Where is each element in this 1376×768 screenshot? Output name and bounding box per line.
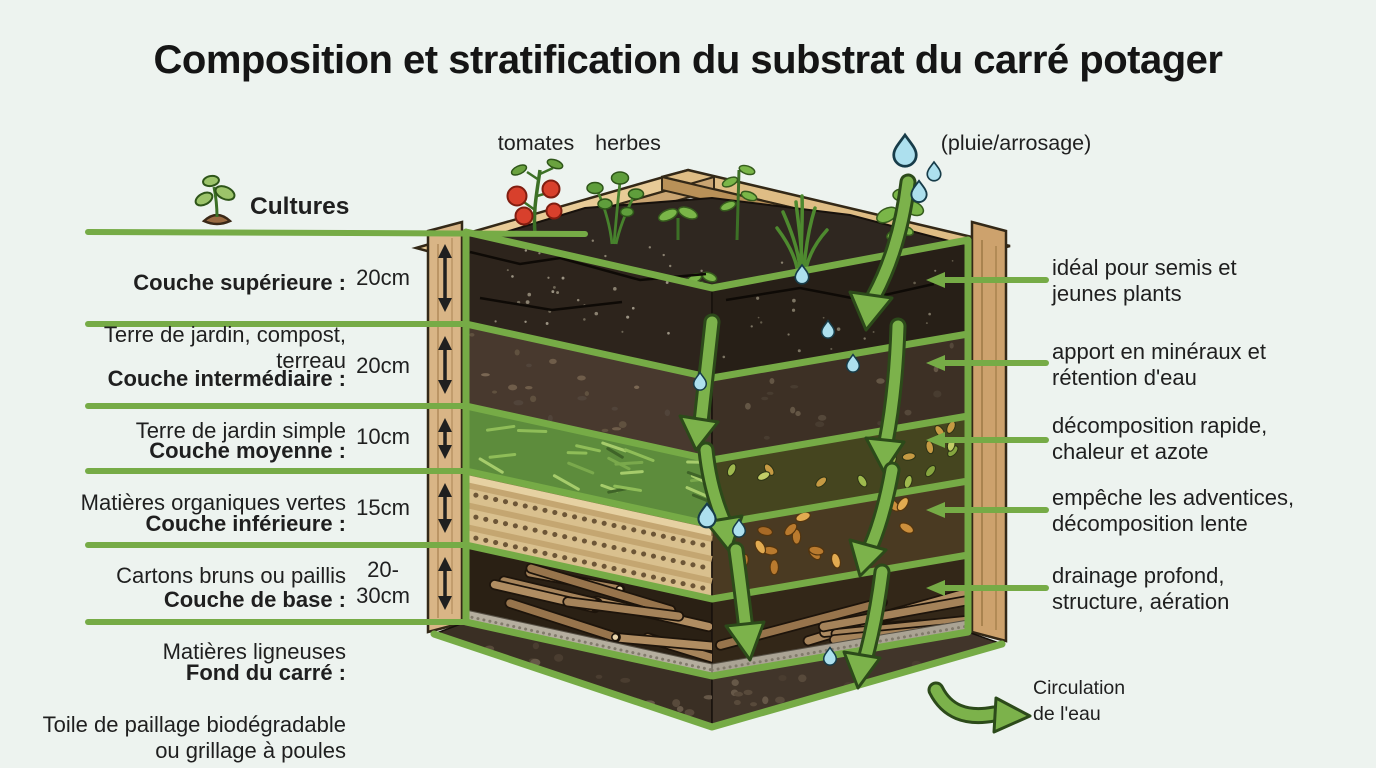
water-flow-arrows: [678, 173, 1032, 734]
seedling-plant: [657, 206, 699, 240]
layer-label-base: Couche de base : Matières ligneuses: [30, 561, 346, 665]
layer-size: 20cm: [356, 353, 410, 378]
layer-name: Couche supérieure :: [133, 270, 346, 295]
tomato-plant-icon: [506, 158, 564, 235]
layer-separator-lines: [85, 229, 588, 625]
layer-name: Couche intermédiaire :: [107, 366, 346, 391]
layer-desc: Terre de jardin, compost, terreau: [103, 322, 346, 373]
layer-note: décomposition rapide, chaleur et azote: [1052, 413, 1268, 464]
layer-note: empêche les adventices, décomposition le…: [1052, 485, 1295, 536]
layer-size: 20cm: [356, 265, 410, 290]
layer-desc: Cartons bruns ou paillis: [116, 563, 346, 588]
label-cultures: Cultures: [250, 193, 350, 220]
herb-plant-icon: [586, 171, 645, 245]
layer-name: Couche moyenne :: [149, 438, 346, 463]
layer-desc: Matières ligneuses: [162, 639, 346, 664]
label-herbs: herbes: [595, 131, 661, 155]
tall-seedling-plant: [719, 164, 758, 241]
layer-label-fond: Fond du carré : Toile de paillage biodég…: [30, 634, 346, 764]
layer-size: 10cm: [356, 424, 410, 449]
label-rain: (pluie/arrosage): [940, 131, 1092, 155]
layer-note: drainage profond, structure, aération: [1052, 563, 1230, 614]
layer-label-superieure: Couche supérieure : Terre de jardin, com…: [30, 244, 346, 374]
page-title: Composition et stratification du substra…: [153, 38, 1223, 82]
layer-name: Couche de base :: [163, 587, 346, 612]
layer-label-inferieure: Couche inférieure : Cartons bruns ou pai…: [30, 485, 346, 589]
layer-desc: Terre de jardin simple: [135, 418, 346, 443]
note-connector-lines: [926, 272, 1049, 596]
layer-size: 15cm: [356, 495, 410, 520]
layer-label-intermediaire: Couche intermédiaire : Terre de jardin s…: [30, 340, 346, 444]
layer-desc: Toile de paillage biodégradable ou grill…: [42, 712, 346, 763]
layer-name: Fond du carré :: [185, 660, 346, 685]
label-water-circulation: Circulation de l'eau: [1033, 677, 1126, 725]
layer-note: apport en minéraux et rétention d'eau: [1052, 339, 1267, 390]
label-tomatoes: tomates: [497, 131, 575, 155]
layer-desc: Matières organiques vertes: [80, 490, 346, 515]
layer-note: idéal pour semis et jeunes plants: [1052, 255, 1237, 306]
cardboard-texture: [463, 473, 715, 593]
layer-label-moyenne: Couche moyenne : Matières organiques ver…: [30, 412, 346, 516]
seedling-icon: [194, 174, 236, 226]
layer-size: 20- 30cm: [356, 557, 410, 608]
grass-tuft: [775, 194, 829, 270]
layer-name: Couche inférieure :: [145, 511, 346, 536]
measure-arrows: [438, 244, 452, 610]
